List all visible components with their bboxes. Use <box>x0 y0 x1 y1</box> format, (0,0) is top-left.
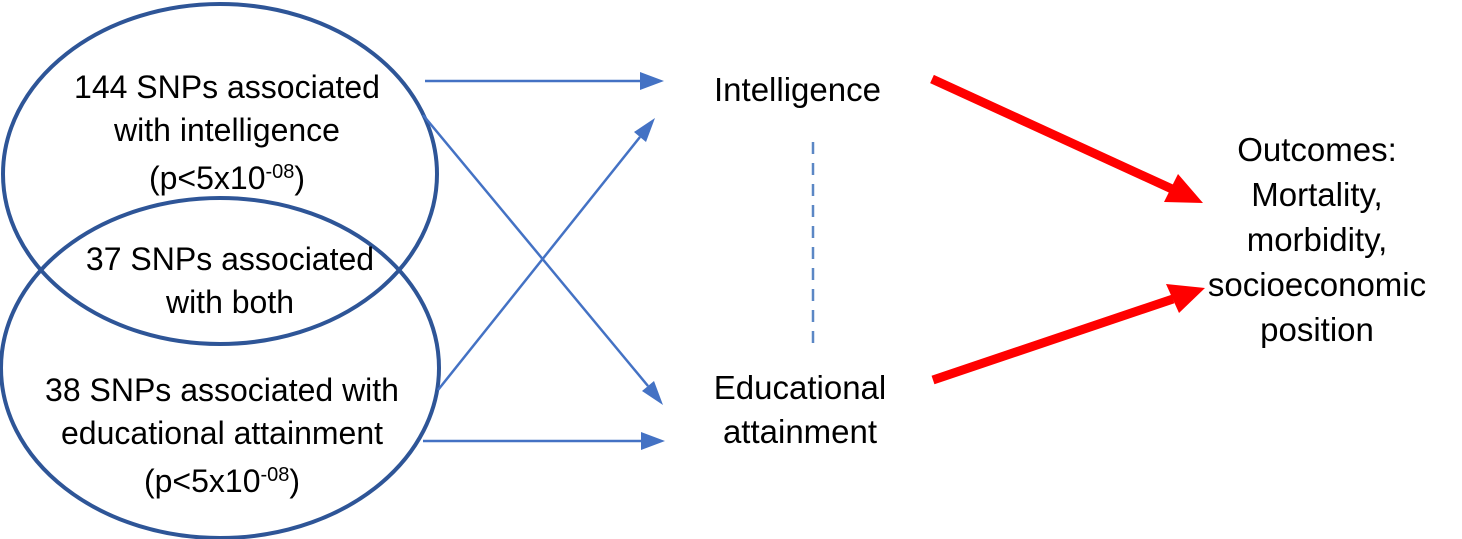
pvalue-exponent: -08 <box>265 161 295 183</box>
arrow-intelligence-snps-to-intelligence <box>425 72 664 90</box>
education-snps-line1: 38 SNPs associated with <box>45 372 399 408</box>
arrow-head-icon <box>642 381 663 405</box>
educational-attainment-line2: attainment <box>722 413 878 450</box>
intelligence-snps-line1: 144 SNPs associated <box>74 69 380 105</box>
arrow-shaft <box>422 114 649 387</box>
outcomes-line3: morbidity, <box>1246 221 1388 258</box>
arrow-educational-attainment-to-outcomes <box>931 284 1205 385</box>
arrow-head-icon <box>641 432 665 450</box>
arrow-head-icon <box>1164 174 1203 203</box>
overlap-snps-line2: with both <box>165 283 295 320</box>
arrow-education-snps-to-intelligence <box>437 118 655 391</box>
education-snps-label: 38 SNPs associated with educational atta… <box>22 369 422 503</box>
intelligence-snps-ellipse <box>1 2 439 346</box>
outcomes-line2: Mortality, <box>1251 176 1383 213</box>
education-snps-ellipse <box>0 196 441 539</box>
intelligence-snps-pvalue: (p<5x10-08) <box>57 151 397 200</box>
arrow-head-icon <box>1166 284 1205 313</box>
arrow-education-snps-to-educational-attainment <box>423 432 665 450</box>
intelligence-snps-label: 144 SNPs associated with intelligence (p… <box>57 66 397 200</box>
outcomes-line1: Outcomes: <box>1237 131 1397 168</box>
education-snps-pvalue: (p<5x10-08) <box>22 454 422 503</box>
intelligence-exposure-label: Intelligence <box>714 71 881 108</box>
educational-attainment-exposure-label: Educational attainment <box>680 366 920 454</box>
arrow-intelligence-snps-to-educational-attainment <box>422 114 663 405</box>
educational-attainment-line1: Educational <box>713 369 887 406</box>
pvalue-close: ) <box>289 463 301 499</box>
outcomes-label: Outcomes: Mortality, morbidity, socioeco… <box>1187 127 1447 352</box>
overlap-snps-line1: 37 SNPs associated <box>85 241 375 277</box>
pvalue-close: ) <box>294 160 306 196</box>
arrow-shaft <box>931 294 1175 385</box>
overlap-snps-label: 37 SNPs associated with both <box>60 238 400 323</box>
arrow-shaft <box>437 136 641 391</box>
pvalue-exponent: -08 <box>260 464 290 486</box>
arrow-head-icon <box>640 72 664 90</box>
pvalue-base: (p<5x10 <box>143 463 261 499</box>
arrow-intelligence-to-outcomes <box>930 74 1203 203</box>
education-snps-line2: educational attainment <box>61 414 383 451</box>
outcomes-line4: socioeconomic <box>1207 266 1427 303</box>
arrow-shaft <box>930 74 1174 194</box>
outcomes-line5: position <box>1260 311 1374 348</box>
pvalue-base: (p<5x10 <box>148 160 266 196</box>
intelligence-snps-line2: with intelligence <box>114 111 340 148</box>
arrow-head-icon <box>634 118 655 142</box>
